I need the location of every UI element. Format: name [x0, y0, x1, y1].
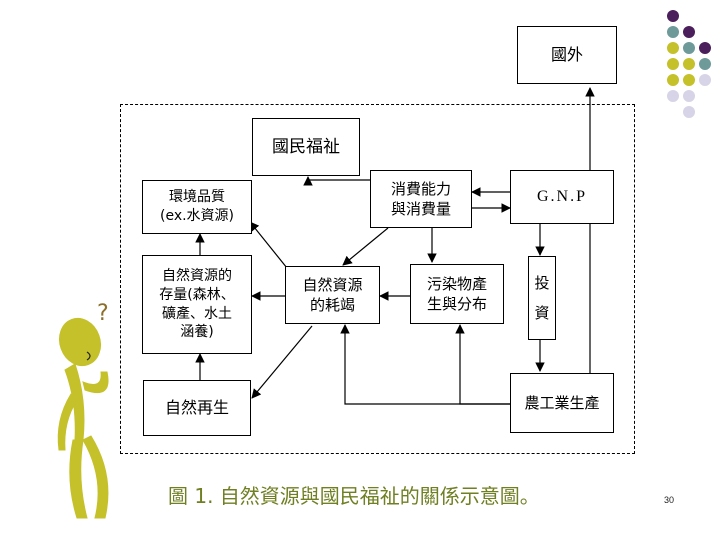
figure-caption: 圖 1. 自然資源與國民福祉的關係示意圖。	[168, 484, 540, 508]
thinking-figure-illustration: ?	[57, 301, 109, 519]
page-number: 30	[664, 495, 675, 505]
arrow-consumption-to-resource-use	[342, 227, 389, 266]
decor-dot	[667, 42, 679, 54]
node-investment: 投 資	[528, 256, 556, 340]
node-natural-regeneration: 自然再生	[143, 380, 251, 436]
domestic-boundary	[120, 104, 635, 454]
arrow-use-to-regeneration	[251, 325, 313, 399]
node-national-welfare: 國民福祉	[252, 118, 360, 176]
arrow-consumption-to-welfare	[303, 176, 370, 186]
decor-dot	[699, 58, 711, 70]
decor-dot	[667, 90, 679, 102]
arrow-production-to-resource-use	[340, 324, 510, 405]
node-resource-depletion: 自然資源 的耗竭	[285, 266, 380, 324]
decor-dot	[667, 74, 679, 86]
decor-dot	[683, 90, 695, 102]
figure-question-mark: ?	[97, 301, 109, 326]
node-consumption: 消費能力 與消費量	[370, 170, 472, 228]
arrow-use-to-env	[249, 221, 288, 269]
decor-dot	[667, 26, 679, 38]
node-environment-quality: 環境品質 (ex.水資源)	[142, 180, 252, 234]
node-resource-stock: 自然資源的 存量(森林、 礦產、水土 涵養)	[142, 255, 252, 354]
node-gnp: G.N.P	[510, 170, 614, 224]
node-foreign: 國外	[517, 26, 617, 84]
arrow-production-to-pollution	[455, 324, 510, 405]
node-agri-industrial-production: 農工業生產	[510, 373, 614, 433]
decor-dot	[683, 26, 695, 38]
decor-dot	[667, 10, 679, 22]
node-pollution: 污染物產 生與分布	[410, 264, 504, 324]
decor-dot	[699, 42, 711, 54]
decor-dot	[699, 74, 711, 86]
decor-dot	[683, 42, 695, 54]
decor-dot	[683, 58, 695, 70]
decor-dot	[683, 74, 695, 86]
decor-dot	[667, 58, 679, 70]
decor-dot	[683, 106, 695, 118]
